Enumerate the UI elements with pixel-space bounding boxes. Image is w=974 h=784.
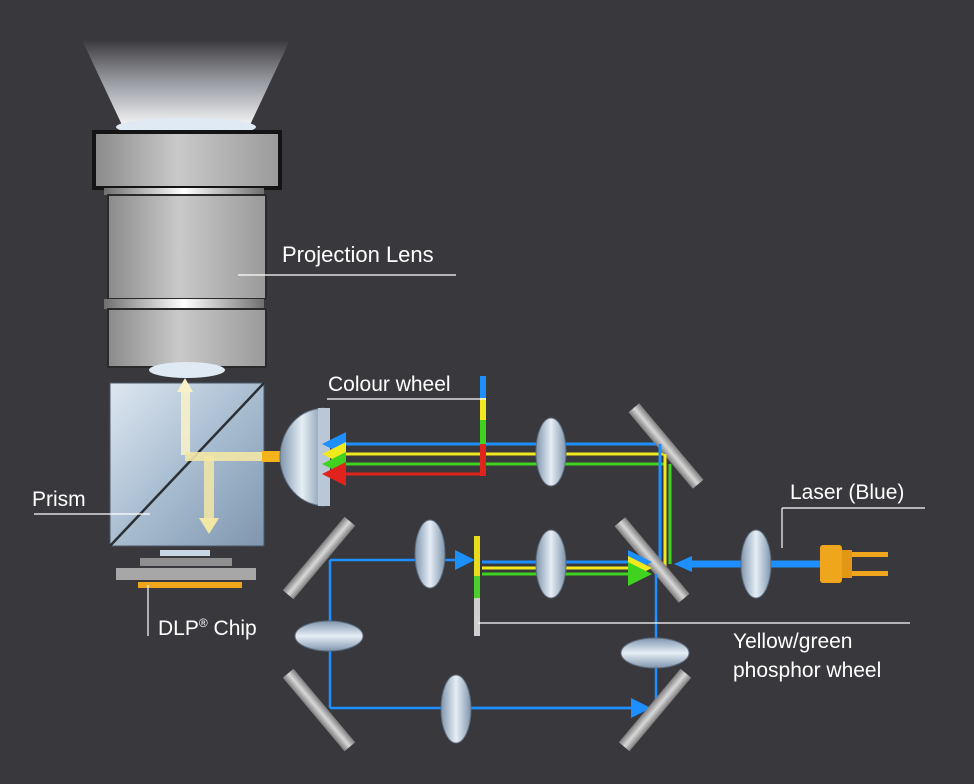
label-prism: Prism — [32, 488, 86, 511]
label-colour-wheel: Colour wheel — [328, 373, 451, 396]
label-projection-lens: Projection Lens — [282, 242, 434, 267]
relay-lens-prism — [279, 407, 330, 507]
projection-lens — [92, 118, 282, 378]
laser-collimator-lens — [740, 529, 772, 599]
prism — [109, 382, 265, 547]
relay-lens-lower — [535, 529, 567, 599]
laser-diode-icon — [820, 545, 888, 583]
mirror-upper-right — [628, 403, 704, 489]
colour-beams-upper — [322, 432, 665, 486]
label-phosphor-wheel-line1: Yellow/green — [733, 630, 852, 653]
loop-lens-top — [414, 519, 446, 589]
beam-vertical-right — [658, 444, 672, 566]
label-phosphor-wheel-line2: phosphor wheel — [733, 659, 881, 682]
phosphor-wheel — [474, 536, 480, 636]
colour-wheel — [480, 376, 486, 476]
loop-lens-left — [294, 620, 364, 652]
mirror-right-lower — [618, 668, 692, 752]
relay-lens-upper — [535, 417, 567, 487]
blue-recirculation-path — [328, 550, 658, 718]
mirror-left-upper — [282, 516, 356, 600]
mirror-left-lower — [282, 668, 356, 752]
loop-lens-bottom — [440, 674, 472, 744]
dichroic-mirror — [614, 517, 690, 603]
loop-lens-right — [620, 637, 690, 669]
projected-light-beam — [82, 40, 290, 125]
prism-light-path — [177, 378, 282, 534]
label-dlp-chip: DLP® Chip — [158, 616, 257, 640]
label-leaders — [34, 274, 925, 636]
label-laser: Laser (Blue) — [790, 481, 904, 504]
dlp-chip — [116, 550, 256, 588]
